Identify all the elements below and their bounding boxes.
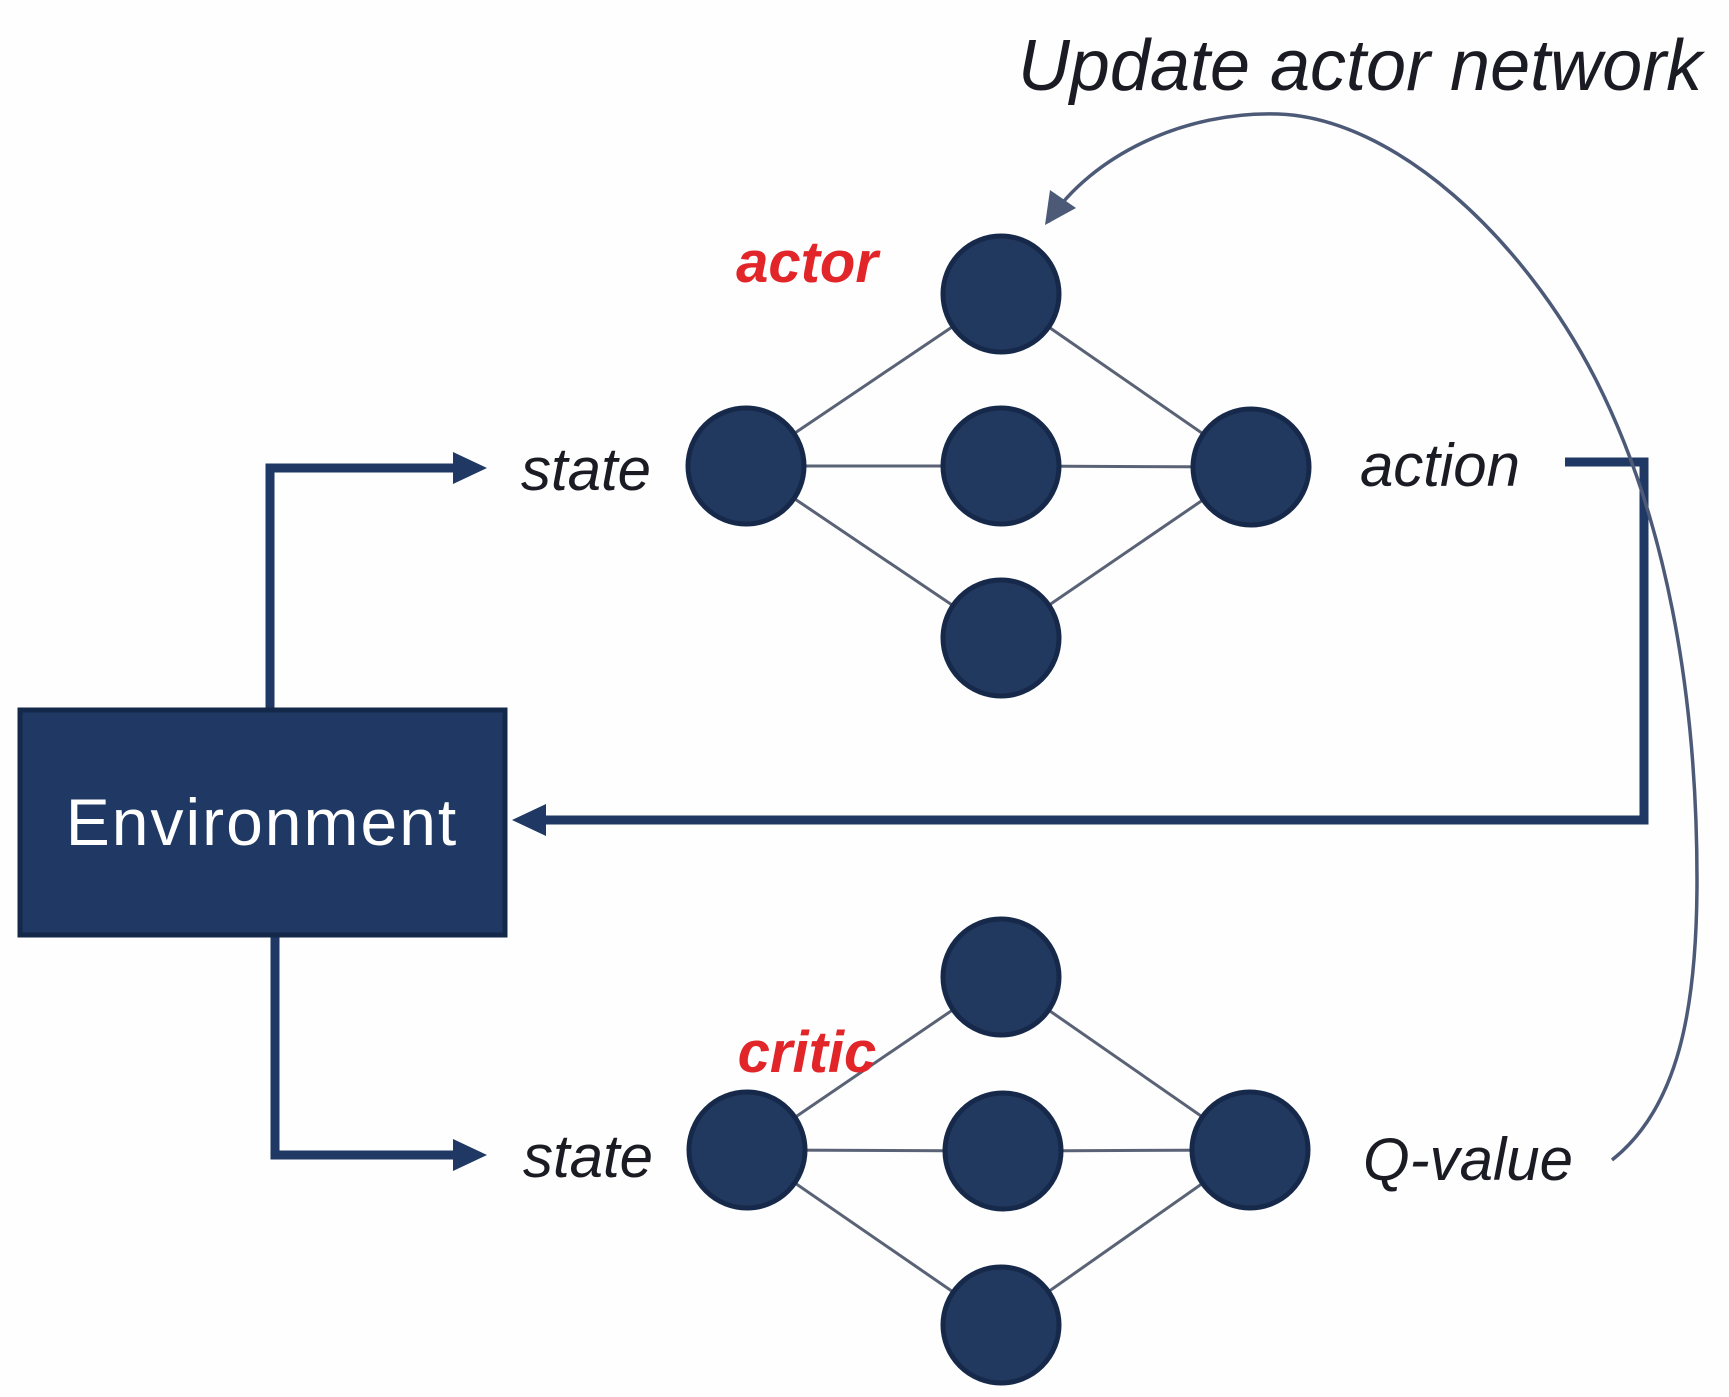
env-to-critic-state-connector: [270, 933, 460, 1160]
actor-hidden-node-middle: [940, 405, 1062, 527]
critic-hidden-node-middle: [942, 1090, 1064, 1212]
q-value-label: Q-value: [1363, 1126, 1573, 1193]
actor-network-nodes: [685, 233, 1312, 699]
critic-hidden-node-top: [940, 916, 1062, 1038]
actor-state-arrowhead-icon: [453, 452, 487, 484]
critic-state-label: state: [523, 1123, 653, 1190]
environment-label: Environment: [66, 785, 459, 859]
critic-network-label: critic: [738, 1020, 877, 1085]
action-to-env-connector: [540, 457, 1649, 825]
actor-input-node: [685, 405, 807, 527]
update-actor-feedback-curve: [1046, 112, 1699, 1162]
actor-state-label: state: [521, 436, 651, 503]
env-to-actor-state-connector: [265, 463, 460, 712]
actor-hidden-node-bottom: [940, 577, 1062, 699]
environment-box: [17, 707, 508, 938]
critic-hidden-node-bottom: [940, 1264, 1062, 1386]
actor-network-label: actor: [736, 230, 881, 295]
critic-state-arrowhead-icon: [453, 1139, 487, 1171]
critic-input-node: [686, 1089, 808, 1211]
critic-network-nodes: [686, 916, 1311, 1386]
update-actor-arrowhead-icon: [1045, 190, 1076, 225]
update-actor-network-label: Update actor network: [1018, 26, 1706, 106]
action-label: action: [1360, 432, 1520, 499]
actor-hidden-node-top: [940, 233, 1062, 355]
critic-output-node: [1189, 1089, 1311, 1211]
actor-output-node: [1190, 406, 1312, 528]
env-return-arrowhead-icon: [512, 804, 546, 836]
